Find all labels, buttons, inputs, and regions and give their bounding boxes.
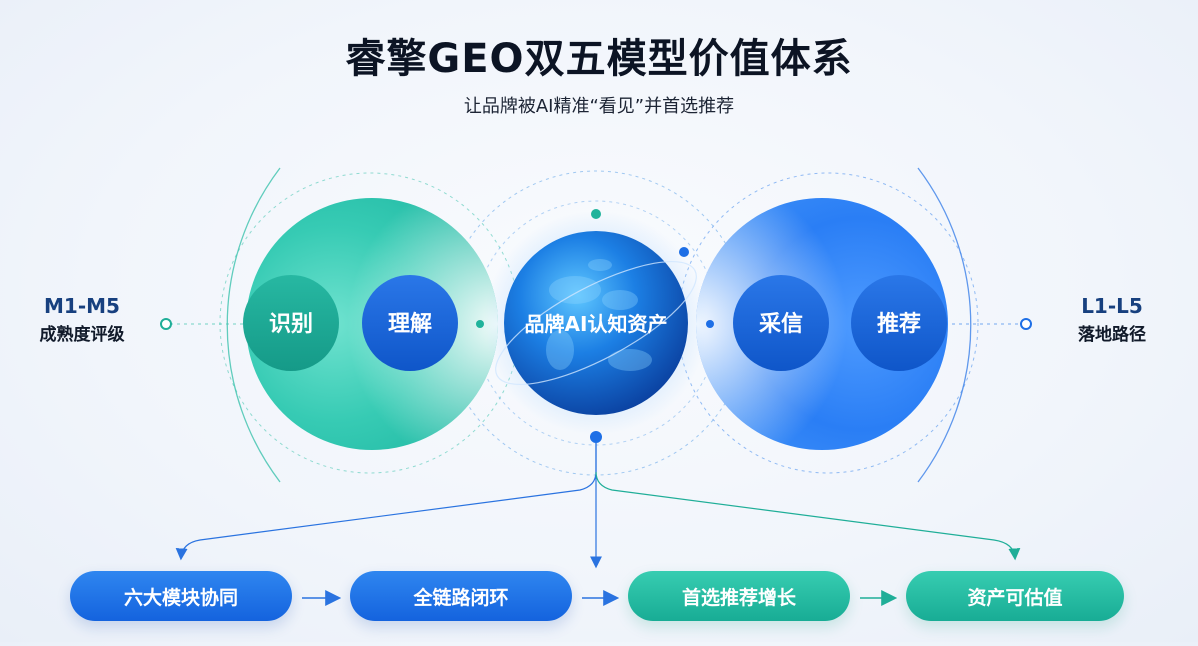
orbit-dot-right xyxy=(706,320,714,328)
right-side-code: L1-L5 xyxy=(1081,294,1143,318)
orbit-dot-left xyxy=(476,320,484,328)
right-side-desc: 落地路径 xyxy=(1078,325,1146,345)
node-left-outer-label: 识别 xyxy=(269,312,313,337)
left-side-desc: 成熟度评级 xyxy=(39,325,125,345)
page-title: 睿擎GEO双五模型价值体系 xyxy=(345,36,853,82)
step-pill-full-loop: 全链路闭环 xyxy=(350,571,572,621)
globe-texture xyxy=(546,259,652,371)
node-right-inner-label: 采信 xyxy=(759,311,803,337)
left-anchor-dot xyxy=(160,318,172,330)
node-left-outer xyxy=(243,275,339,371)
node-right-outer xyxy=(851,275,947,371)
node-right-inner xyxy=(733,275,829,371)
flow-lines xyxy=(175,443,1021,569)
left-side-code: M1-M5 xyxy=(44,294,120,318)
page-subtitle: 让品牌被AI精准“看见”并首选推荐 xyxy=(463,96,735,117)
node-left-inner xyxy=(362,275,458,371)
right-side-label: L1-L5 落地路径 xyxy=(1052,294,1172,345)
node-left-inner-label: 理解 xyxy=(388,311,432,337)
node-right-outer-label: 推荐 xyxy=(877,311,921,337)
step-pill-asset-valuation: 资产可估值 xyxy=(906,571,1124,621)
globe-orbit xyxy=(495,260,697,386)
orbit-dot-top-right xyxy=(679,247,689,257)
right-outer-arc xyxy=(917,167,972,483)
step-pill-module-synergy: 六大模块协同 xyxy=(70,571,292,621)
globe-bottom-dot xyxy=(590,431,602,443)
orbit-dot-top xyxy=(591,209,601,219)
globe-label: 品牌AI认知资产 xyxy=(525,312,668,336)
left-side-label: M1-M5 成熟度评级 xyxy=(22,294,142,345)
right-anchor-dot xyxy=(1020,318,1032,330)
globe xyxy=(504,231,688,415)
left-outer-arc xyxy=(226,167,281,483)
step-pill-first-choice-growth: 首选推荐增长 xyxy=(628,571,850,621)
